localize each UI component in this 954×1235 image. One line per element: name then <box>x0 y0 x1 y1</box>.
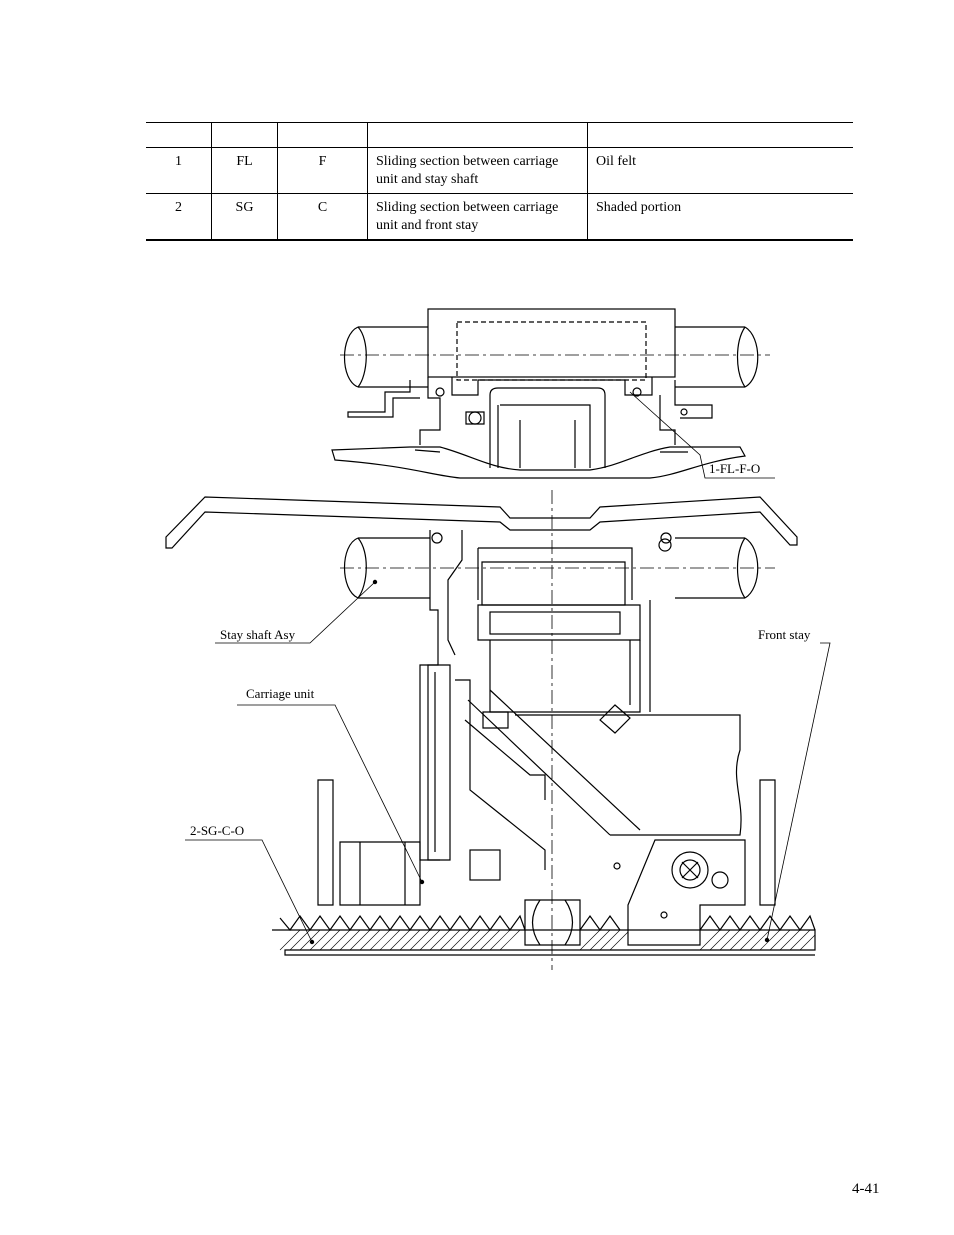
lubrication-table: 1 FL F Sliding section between carriage … <box>146 122 853 241</box>
label-fl-point: 1-FL-F-O <box>709 461 761 476</box>
front-view <box>165 490 798 970</box>
label-sg-point: 2-SG-C-O <box>190 823 245 838</box>
header-code <box>277 122 368 148</box>
cell-code: C <box>277 193 368 241</box>
table-row: 1 FL F Sliding section between carriage … <box>146 147 853 194</box>
cell-no: 2 <box>146 193 212 241</box>
table-row: 2 SG C Sliding section between carriage … <box>146 193 853 241</box>
cell-type: SG <box>211 193 278 241</box>
header-point <box>367 122 588 148</box>
label-carriage-unit: Carriage unit <box>246 686 315 701</box>
cell-remarks: Oil felt <box>587 147 853 194</box>
table-header-row <box>146 122 853 148</box>
cell-type: FL <box>211 147 278 194</box>
cell-no: 1 <box>146 147 212 194</box>
header-remarks <box>587 122 853 148</box>
top-view <box>331 308 770 479</box>
leader-line <box>629 391 775 479</box>
header-type <box>211 122 278 148</box>
leader-lines <box>185 579 831 945</box>
header-no <box>146 122 212 148</box>
front-stay-rack <box>272 914 816 956</box>
cell-point: Sliding section between carriage unit an… <box>367 193 588 241</box>
cell-point: Sliding section between carriage unit an… <box>367 147 588 194</box>
label-front-stay: Front stay <box>758 627 811 642</box>
page-number: 4-41 <box>852 1181 880 1197</box>
cell-remarks: Shaded portion <box>587 193 853 241</box>
cell-code: F <box>277 147 368 194</box>
label-stay-shaft: Stay shaft Asy <box>220 627 296 642</box>
